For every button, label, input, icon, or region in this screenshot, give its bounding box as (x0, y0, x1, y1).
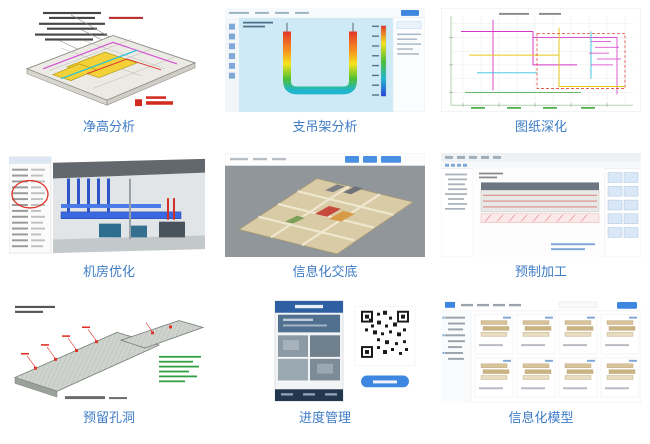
reserved-openings-thumbnail (9, 298, 209, 403)
equipment-box (159, 222, 185, 238)
clear-height-thumbnail (9, 8, 209, 112)
feature-caption: 支吊架分析 (292, 119, 358, 134)
properties-palette (9, 156, 52, 254)
prefabrication-thumbnail (441, 153, 641, 258)
plant-room-3d-view (9, 153, 209, 258)
download-button (361, 375, 409, 387)
feature-card-prefabrication[interactable]: 预制加工 (441, 153, 641, 292)
highlight-zone-orange (329, 211, 355, 223)
mobile-app-and-qr (225, 298, 425, 403)
dense-fitting-cluster (589, 40, 621, 66)
beam-slab-dark (481, 182, 599, 191)
institute-logo-text (65, 395, 127, 399)
component-thumbnails (607, 172, 639, 238)
model-card-grid (474, 314, 640, 398)
fea-analysis-window (225, 8, 425, 112)
company-logo (135, 96, 173, 107)
color-legend (380, 25, 387, 97)
feature-card-digital-briefing[interactable]: 信息化交底 (225, 153, 425, 292)
magenta-pipe-line (42, 41, 178, 70)
room-ceiling (53, 159, 205, 179)
feature-card-drawing-refinement[interactable]: 图纸深化 (441, 8, 641, 147)
vertical-pipes (67, 178, 110, 215)
app-banner (278, 314, 340, 333)
feature-caption: 信息化交底 (292, 264, 358, 280)
run-button (401, 9, 419, 16)
search-box (558, 301, 598, 308)
yellow-pipe-run (469, 54, 625, 87)
toolbar-button-3 (381, 156, 401, 164)
toolbar (225, 8, 425, 18)
feature-caption: 信息化模型 (508, 409, 574, 425)
toolbar-button-2 (363, 156, 377, 164)
feature-caption: 净高分析 (82, 119, 135, 134)
feature-card-schedule-management[interactable]: 进度管理 (225, 298, 425, 438)
review-cloud-region (536, 33, 626, 89)
tool-icons (229, 23, 235, 79)
prefab-software-window (441, 153, 641, 258)
highlight-zone-red (315, 206, 341, 218)
feature-caption: 图纸深化 (514, 119, 567, 134)
feature-caption: 机房优化 (82, 264, 135, 280)
wall-panel-2 (119, 319, 205, 349)
feature-caption: 预留孔洞 (82, 409, 135, 425)
feature-caption: 进度管理 (298, 409, 351, 425)
main-duct (60, 211, 182, 220)
project-tree-panel (441, 168, 474, 258)
component-library-panel (604, 168, 641, 258)
drawing-refinement-thumbnail (441, 8, 641, 112)
qr-code (354, 306, 416, 366)
ribbon-bar (441, 162, 641, 170)
menu-bar (441, 153, 641, 163)
information-model-thumbnail (441, 298, 641, 403)
model-library-window (441, 298, 641, 403)
feature-card-hanger-analysis[interactable]: 支吊架分析 (225, 8, 425, 147)
site-photo-2 (310, 334, 340, 357)
opening-markers (21, 322, 172, 370)
feature-card-information-model[interactable]: 信息化模型 (441, 298, 641, 438)
rebar-hatch-band (480, 213, 600, 224)
pump-unit-1 (99, 223, 121, 238)
red-circle-annotation (11, 180, 49, 209)
hanger-analysis-thumbnail (225, 8, 425, 112)
room-floor (53, 235, 205, 254)
feature-caption: 预制加工 (514, 264, 567, 280)
upload-button (617, 301, 637, 309)
top-nav-bar (441, 298, 641, 311)
phone-screenshot (274, 300, 344, 401)
feature-card-reserved-openings[interactable]: 预留孔洞 (9, 298, 209, 438)
digital-briefing-thumbnail (225, 153, 425, 258)
category-tree-panel (441, 310, 472, 403)
annotation-text-block (35, 11, 143, 41)
wall-openings-model (9, 298, 209, 403)
legend-tick-values (372, 25, 379, 96)
red-pipe-line (86, 58, 162, 75)
site-photo-3 (278, 358, 308, 381)
feature-card-plant-room[interactable]: 机房优化 (9, 153, 209, 292)
structural-grid (451, 15, 633, 105)
pump-unit-2 (129, 225, 147, 238)
app-logo (445, 301, 455, 308)
viewport (239, 17, 393, 112)
results-panel (392, 17, 425, 112)
isometric-cad-drawing (9, 8, 209, 112)
toolbar-button-1 (345, 156, 359, 164)
feature-card-clear-height[interactable]: 净高分析 (9, 8, 209, 147)
green-annotation-text (159, 355, 201, 382)
magenta-duct-run (461, 31, 577, 66)
schedule-management-thumbnail (225, 298, 425, 403)
cyan-pipe-line (60, 49, 138, 80)
cad-floorplan (441, 8, 641, 112)
u-frame-stress-model (283, 31, 357, 95)
horizontal-pipe-upper (61, 204, 161, 209)
site-model-view (225, 153, 425, 258)
plant-room-thumbnail (9, 153, 209, 258)
dimension-lines (449, 15, 633, 108)
